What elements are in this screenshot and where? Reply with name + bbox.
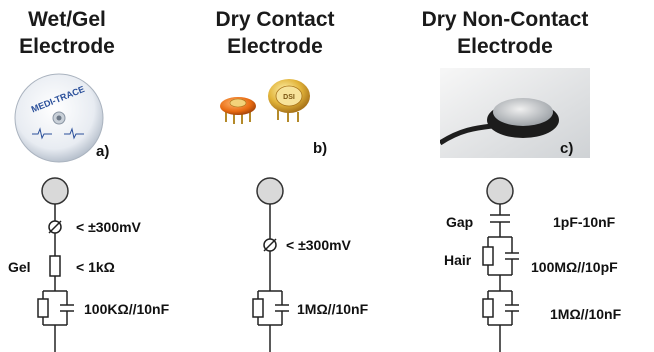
title-wet-gel-electrode: Wet/Gel Electrode (2, 6, 132, 60)
title-line: Electrode (227, 35, 323, 58)
resistor-a (37, 298, 49, 318)
electrode-node-c (486, 177, 514, 205)
rc-label-a: 100KΩ//10nF (84, 301, 170, 317)
gap-cap-label: 1pF-10nF (553, 214, 616, 230)
circuit-a (37, 177, 74, 352)
circuit-c (482, 177, 519, 352)
rc-label-c: 1MΩ//10nF (550, 306, 622, 322)
resistance-label-a: < 1kΩ (76, 259, 115, 275)
label-a: a) (96, 143, 110, 160)
dsi-logo: DSI (283, 94, 295, 101)
title-line: Dry Contact (215, 8, 335, 31)
hair-rc-label: 100MΩ//10pF (531, 259, 618, 275)
circuit-b (252, 177, 289, 352)
title-line: Electrode (19, 35, 115, 58)
label-b: b) (313, 140, 328, 157)
hair-resistor (482, 246, 494, 266)
electrode-node-a (41, 177, 69, 205)
gap-label: Gap (446, 214, 473, 230)
dry-contact-electrode-photo: DSI (220, 79, 310, 124)
title-dry-non-contact-electrode: Dry Non-Contact Electrode (405, 6, 605, 60)
resistor-c (482, 298, 494, 318)
dry-non-contact-electrode-photo (440, 68, 590, 158)
hair-label: Hair (444, 252, 472, 268)
wet-gel-electrode-photo: MEDI-TRACE (14, 73, 104, 163)
label-c: c) (560, 140, 574, 157)
resistor-b (252, 298, 264, 318)
title-line: Electrode (457, 35, 553, 58)
title-line: Dry Non-Contact (421, 8, 589, 31)
title-line: Wet/Gel (28, 8, 106, 31)
gel-resistor (49, 255, 61, 277)
rc-label-b: 1MΩ//10nF (297, 301, 369, 317)
offset-label-b: < ±300mV (286, 237, 352, 253)
electrode-node-b (256, 177, 284, 205)
title-dry-contact-electrode: Dry Contact Electrode (195, 6, 355, 60)
offset-label-a: < ±300mV (76, 219, 142, 235)
gel-label: Gel (8, 259, 31, 275)
